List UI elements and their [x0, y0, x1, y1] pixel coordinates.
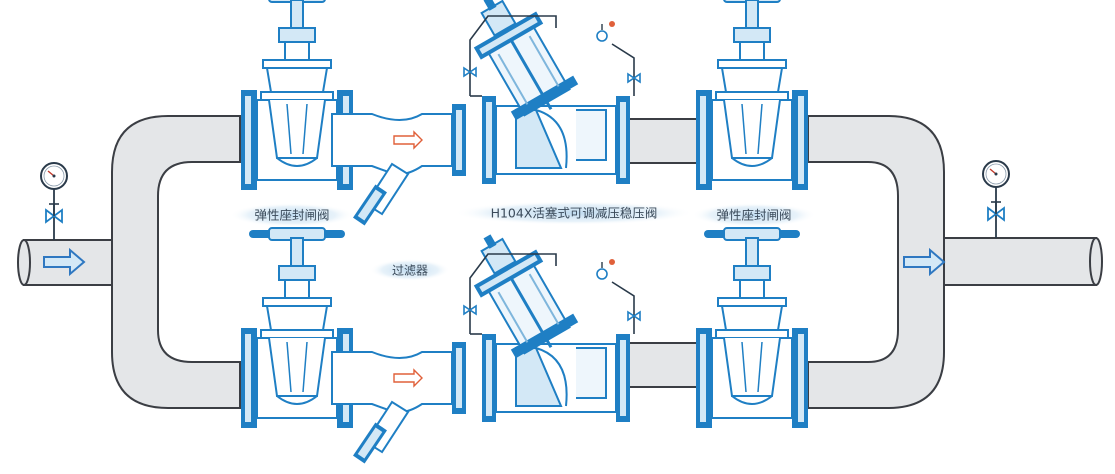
strainer-upper	[331, 103, 467, 227]
label-filter: 过滤器	[370, 259, 450, 281]
lower-run-pipe	[627, 342, 705, 388]
left-bypass-loop	[111, 115, 241, 409]
label-filter-text: 过滤器	[392, 264, 428, 278]
gate-valve-lower-right	[695, 227, 809, 429]
inlet-pipe-end	[17, 239, 31, 286]
label-pressure-valve: H104X活塞式可调减压稳压阀	[454, 201, 694, 225]
label-pressure-valve-text: H104X活塞式可调减压稳压阀	[491, 206, 658, 221]
right-bypass-loop	[807, 115, 945, 409]
outlet-pipe-end	[1089, 237, 1103, 286]
label-gate-valve-right-text: 弹性座封闸阀	[716, 208, 791, 223]
outlet-pipe	[943, 237, 1097, 286]
pressure-gauge-icon-outlet	[982, 160, 1010, 239]
piping	[23, 115, 1097, 409]
gate-valve-upper-right	[695, 0, 809, 191]
strainer-lower	[331, 341, 467, 465]
upper-run-pipe	[627, 118, 705, 164]
label-gate-valve-left: 弹性座封闸阀	[230, 203, 354, 227]
pressure-reducing-valve-upper	[454, 0, 642, 186]
label-gate-valve-right: 弹性座封闸阀	[692, 203, 816, 227]
label-gate-valve-left-text: 弹性座封闸阀	[254, 208, 329, 223]
pressure-gauge-icon-inlet	[40, 162, 68, 241]
pressure-reducing-valve-lower	[454, 216, 642, 424]
